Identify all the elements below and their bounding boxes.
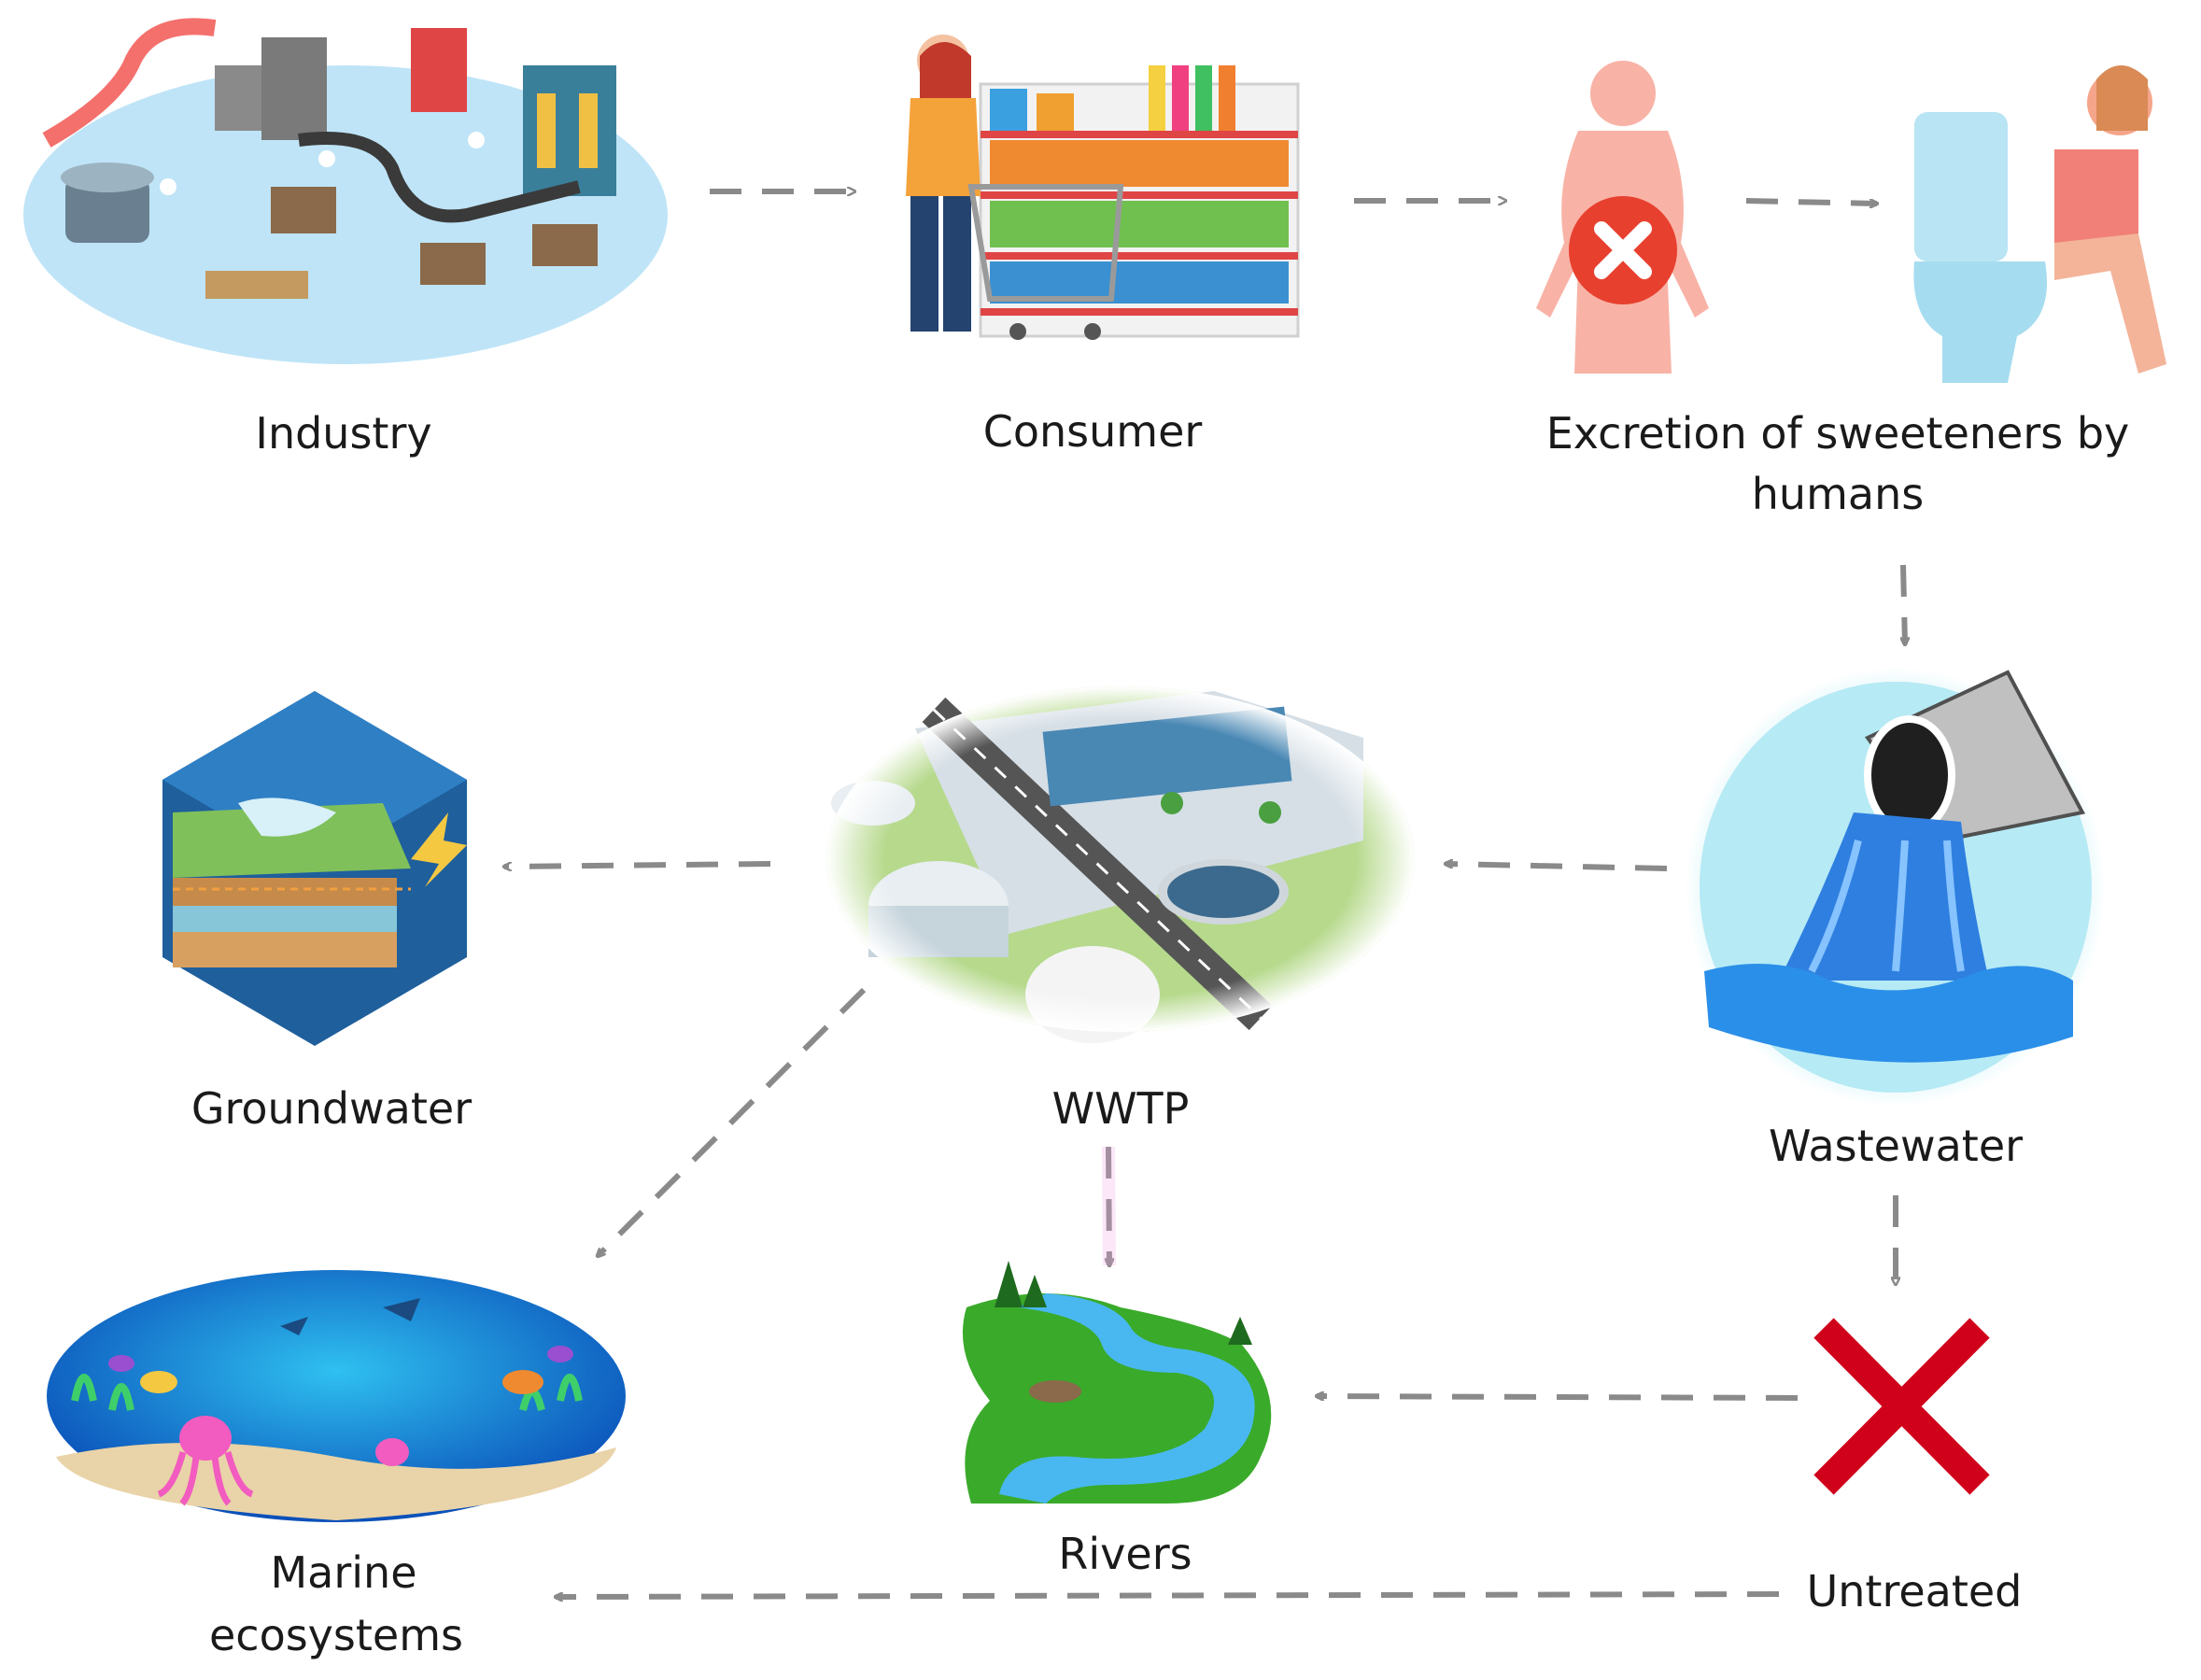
marine-label-line2: ecosystems: [209, 1610, 463, 1660]
marine-label-line1: Marine: [270, 1547, 416, 1598]
pipe-outflow-icon: [1686, 668, 2106, 1107]
excretion-label-line2: humans: [1752, 469, 1924, 519]
toilet-icon: [1913, 65, 2166, 383]
rivers-label: Rivers: [1058, 1529, 1192, 1579]
river-icon: [962, 1261, 1272, 1504]
ocean-scene-icon: [47, 1270, 626, 1522]
shopping-shelf-icon: [906, 35, 1300, 340]
arrow-untreated-to-marine: [556, 1591, 1780, 1597]
factory-icon: [23, 18, 668, 364]
wastewater-label: Wastewater: [1769, 1121, 2023, 1171]
excretion-label-line1: Excretion of sweeteners by: [1546, 408, 2130, 459]
groundwater-cube-icon: [162, 691, 467, 1046]
red-x-icon: [1813, 1318, 1990, 1495]
arrow-body-to-toilet: [1745, 198, 1877, 204]
wwtp-label: WWTP: [1052, 1083, 1190, 1134]
arrow-wwtp-to-marine: [598, 987, 867, 1256]
groundwater-label: Groundwater: [191, 1083, 472, 1134]
industry-label: Industry: [255, 408, 431, 459]
consumer-label: Consumer: [983, 406, 1203, 457]
treatment-plant-icon: [826, 686, 1415, 1043]
arrow-wwtp-to-rivers-glow: [1102, 1146, 1116, 1266]
untreated-label: Untreated: [1807, 1566, 2023, 1616]
arrow-untreated-to-rivers: [1317, 1396, 1799, 1398]
arrow-excretion-to-wastewater: [1903, 564, 1905, 644]
arrow-wwtp-to-groundwater: [504, 861, 771, 867]
arrow-wastewater-to-wwtp: [1446, 864, 1668, 871]
red-x-badge-icon: [1569, 196, 1677, 304]
arrow-wwtp-to-rivers: [1108, 1146, 1109, 1265]
